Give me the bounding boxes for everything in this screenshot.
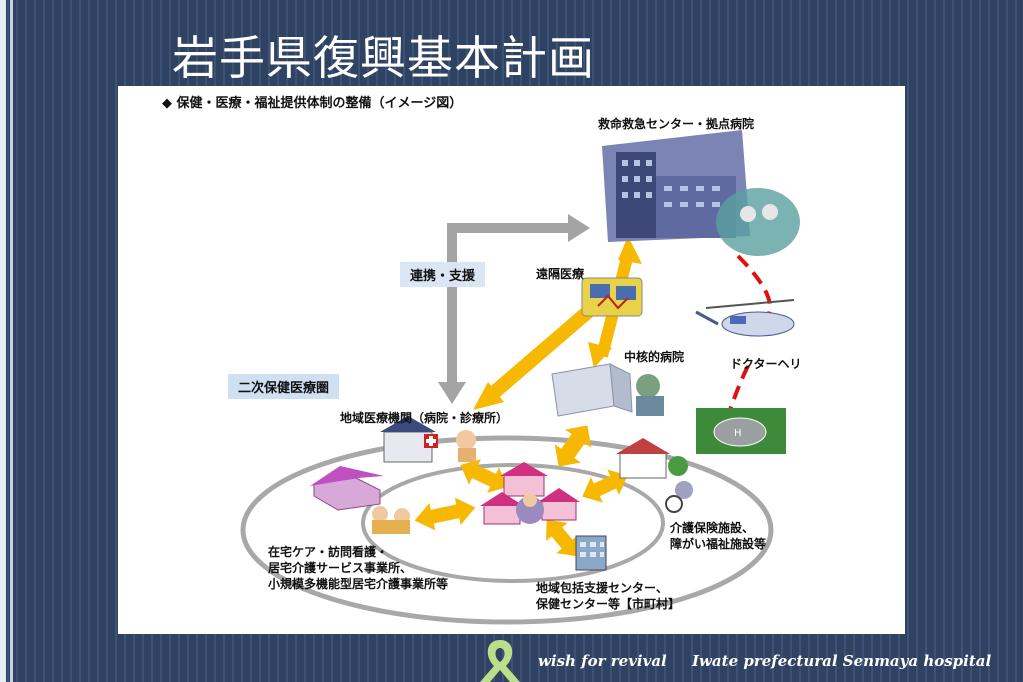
arrow-to-center-head-top <box>618 236 642 264</box>
label-telemedicine: 遠隔医療 <box>536 267 585 281</box>
footer: wish for revival Iwate prefectural Senma… <box>538 652 1011 670</box>
community-houses-illustration <box>480 462 580 525</box>
diagram-graphics: H <box>240 130 800 625</box>
label-home-care-2: 居宅介護サービス事業所、 <box>268 561 413 575</box>
care-facility-illustration <box>616 438 693 513</box>
footer-tagline: wish for revival <box>538 652 667 670</box>
label-local-institutions: 地域医療機関（病院・診療所） <box>340 411 509 425</box>
inner-area-ring <box>361 463 665 583</box>
left-border <box>0 0 6 682</box>
slide-title: 岩手県復興基本計画 <box>172 31 595 85</box>
label-secondary-area: 二次保健医療圏 <box>228 374 340 399</box>
inner-arrows <box>414 425 628 557</box>
cooperation-arrow-head-right <box>568 214 590 242</box>
helicopter-illustration <box>695 299 795 337</box>
label-home-care-3: 小規模多機能型居宅介護事業所等 <box>268 577 449 591</box>
emergency-hospital-illustration <box>602 130 800 256</box>
telemedicine-illustration <box>581 277 643 317</box>
support-center-illustration <box>575 535 607 571</box>
label-cooperation: 連携・支援 <box>400 262 486 287</box>
label-doctor-heli: ドクターヘリ <box>730 357 802 371</box>
footer-org: Iwate prefectural Senmaya hospital <box>692 652 992 670</box>
label-care-facility-2: 障がい福祉施設等 <box>670 537 767 551</box>
label-core-hospital: 中核的病院 <box>624 350 685 364</box>
label-home-care-1: 在宅ケア・訪問看護・ <box>268 545 389 559</box>
diagram-heading: ◆ 保健・医療・福祉提供体制の整備（イメージ図） <box>162 96 463 111</box>
local-clinic-illustration <box>380 416 476 463</box>
core-hospital-illustration <box>551 363 664 417</box>
svg-text:H: H <box>734 428 742 439</box>
helipad-illustration: H <box>696 408 786 454</box>
cooperation-arrow <box>447 223 568 386</box>
home-care-illustration <box>310 466 410 534</box>
label-care-facility-1: 介護保険施設、 <box>670 521 755 535</box>
label-support-center-1: 地域包括支援センター、 <box>536 581 668 595</box>
outer-area-ring <box>240 435 774 625</box>
label-emergency-center: 救命救急センター・拠点病院 <box>598 117 755 131</box>
label-support-center-2: 保健センター等【市町村】 <box>536 597 681 611</box>
diagram-panel: H <box>118 86 905 634</box>
cooperation-arrow-head-down <box>438 382 466 404</box>
arrow-to-local-head <box>473 382 504 410</box>
revival-ribbon-icon <box>480 640 520 682</box>
left-border-inner <box>10 0 13 682</box>
arrow-to-core-head <box>588 342 612 368</box>
